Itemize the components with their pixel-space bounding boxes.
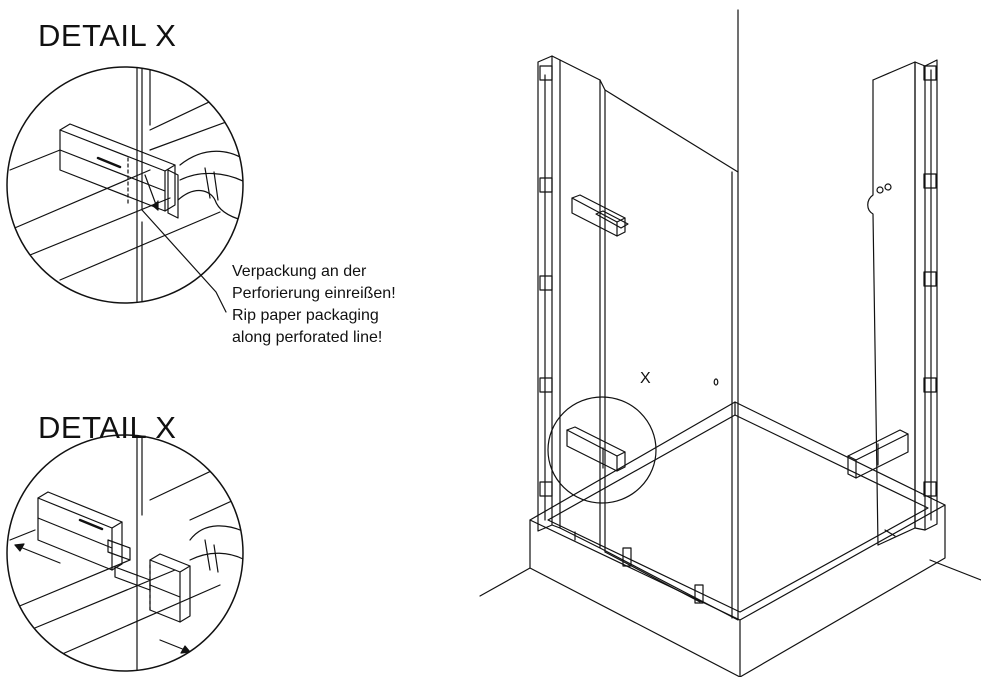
- left-wall-profile: [537, 55, 561, 532]
- lower-hinge: [566, 426, 626, 472]
- upper-hinge: [571, 194, 629, 237]
- detail-bottom-contents: [9, 435, 243, 671]
- door-seal-clip: [694, 584, 704, 604]
- floor-clip: [622, 547, 632, 567]
- instruction-line-1: Verpackung an der: [232, 263, 367, 280]
- instruction-line-3: Rip paper packaging: [232, 307, 379, 324]
- right-hinge: [847, 429, 909, 479]
- instruction-line-4: along perforated line!: [232, 329, 383, 346]
- door-panel: [599, 79, 739, 621]
- instruction-text: Verpackung an der Perforierung einreißen…: [232, 261, 396, 349]
- detail-circle-bottom: [6, 434, 244, 672]
- detail-circle-top: [6, 66, 244, 304]
- shower-enclosure: [479, 9, 981, 677]
- detail-title-top: DETAIL X: [38, 18, 177, 53]
- instruction-line-2: Perforierung einreißen!: [232, 285, 396, 302]
- callout-circle: [547, 396, 657, 504]
- right-fixed-glass: [867, 61, 916, 546]
- right-wall-profile: [914, 59, 938, 531]
- left-fixed-glass: [559, 59, 601, 549]
- detail-callout-label: X: [640, 370, 651, 387]
- detail-title-bottom: DETAIL X: [38, 410, 177, 445]
- leader-line: [141, 209, 227, 313]
